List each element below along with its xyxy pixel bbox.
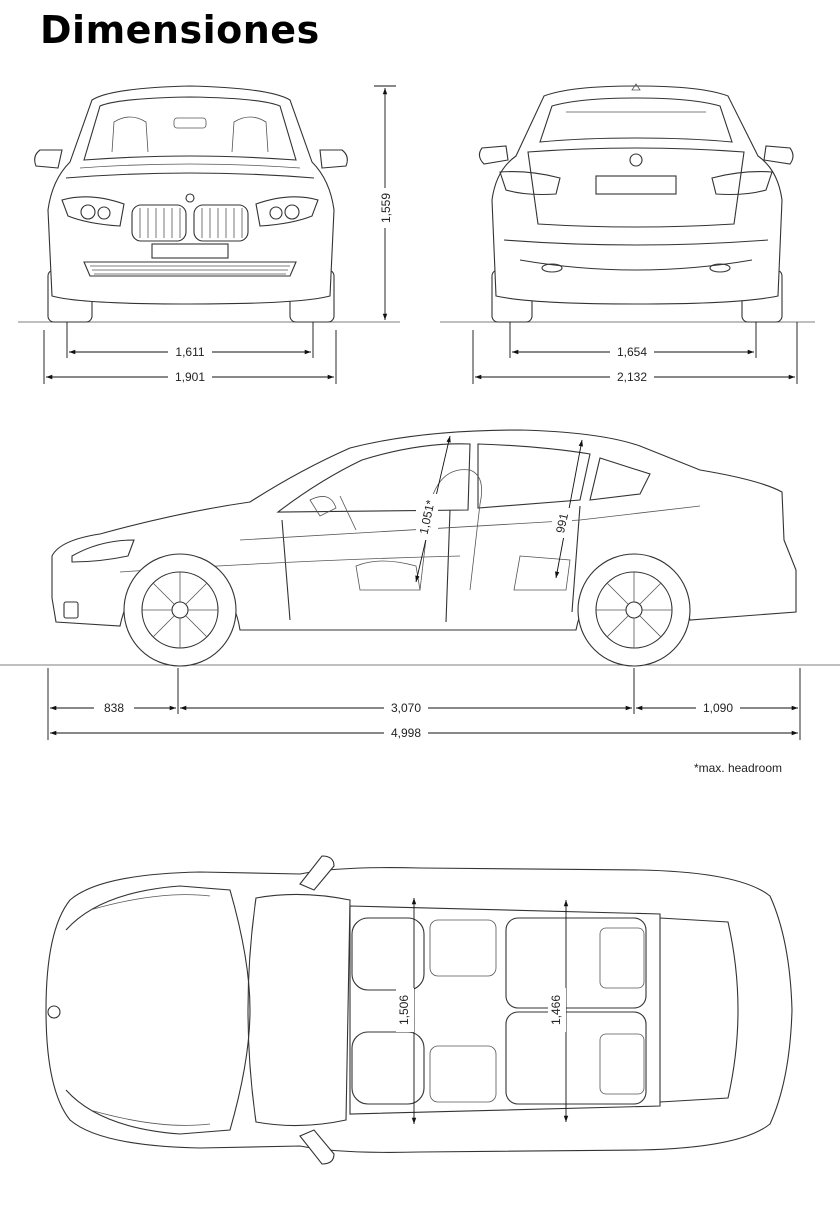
- wheelbase-label: 3,070: [391, 701, 421, 715]
- top-view: 1,506 1,466: [45, 855, 793, 1165]
- page-title: Dimensiones: [40, 8, 320, 52]
- rear-headroom-label: 991: [553, 512, 571, 535]
- front-overhang-label: 838: [104, 701, 124, 715]
- footnote: *max. headroom: [694, 761, 782, 775]
- length-label: 4,998: [391, 726, 421, 740]
- front-width-label: 1,901: [175, 370, 205, 384]
- rear-width-label: 2,132: [617, 370, 647, 384]
- front-shoulder-label: 1,506: [397, 995, 411, 1025]
- rear-track-label: 1,654: [617, 345, 647, 359]
- front-view: 1,559 1,611 1,901: [18, 85, 400, 384]
- front-track-label: 1,611: [175, 345, 204, 359]
- side-view: 1,051* 991 838 3,070 1,090 4,998: [0, 429, 840, 740]
- front-height-label: 1,559: [379, 193, 393, 223]
- rear-overhang-label: 1,090: [703, 701, 733, 715]
- rear-shoulder-label: 1,466: [549, 995, 563, 1025]
- rear-view: 1,654 2,132: [440, 83, 815, 384]
